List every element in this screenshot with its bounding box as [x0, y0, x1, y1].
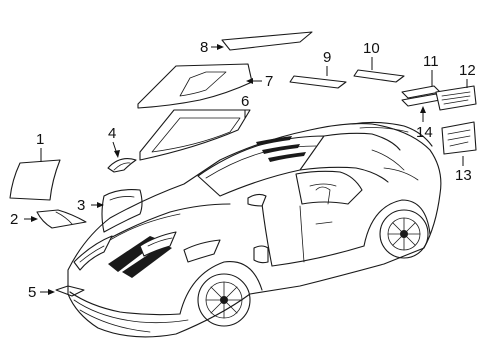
svg-text:1: 1 [36, 131, 44, 148]
part-6-rear-window [139, 109, 251, 161]
svg-text:4: 4 [108, 125, 116, 142]
callout-3: 3 [77, 197, 104, 214]
callout-4: 4 [108, 125, 120, 158]
callout-13: 13 [455, 156, 472, 184]
svg-text:13: 13 [455, 167, 472, 184]
part-12-label [435, 85, 477, 111]
part-8-roof-strip [221, 31, 313, 51]
svg-text:8: 8 [200, 39, 208, 56]
svg-text:3: 3 [77, 197, 85, 214]
callout-9: 9 [323, 49, 331, 76]
svg-text:7: 7 [265, 73, 273, 90]
svg-text:14: 14 [416, 124, 433, 141]
part-10-stripe [353, 69, 405, 83]
svg-text:12: 12 [459, 62, 476, 79]
callout-7: 7 [246, 73, 273, 90]
part-4-vent [107, 158, 137, 173]
part-1-hood-panel [9, 159, 61, 201]
callout-8: 8 [200, 39, 224, 56]
part-9-stripe [289, 75, 347, 89]
callout-2: 2 [10, 211, 38, 228]
part-13-label [441, 121, 477, 155]
callout-12: 12 [459, 62, 476, 88]
car-body [67, 121, 442, 338]
part-2-front-panel [36, 209, 87, 229]
part-7-roof-panel [137, 63, 253, 109]
callout-10: 10 [363, 40, 380, 70]
svg-text:11: 11 [423, 53, 439, 70]
svg-text:2: 2 [10, 211, 18, 228]
callout-14: 14 [416, 106, 433, 141]
part-5-front-strip [55, 285, 85, 297]
callout-6: 6 [241, 93, 249, 118]
part-3-hood-insert [101, 189, 143, 233]
svg-text:9: 9 [323, 49, 331, 66]
callout-1: 1 [36, 131, 44, 162]
svg-text:10: 10 [363, 40, 380, 57]
svg-text:5: 5 [28, 284, 36, 301]
callout-5: 5 [28, 284, 55, 301]
callout-11: 11 [423, 53, 439, 86]
svg-text:6: 6 [241, 93, 249, 110]
